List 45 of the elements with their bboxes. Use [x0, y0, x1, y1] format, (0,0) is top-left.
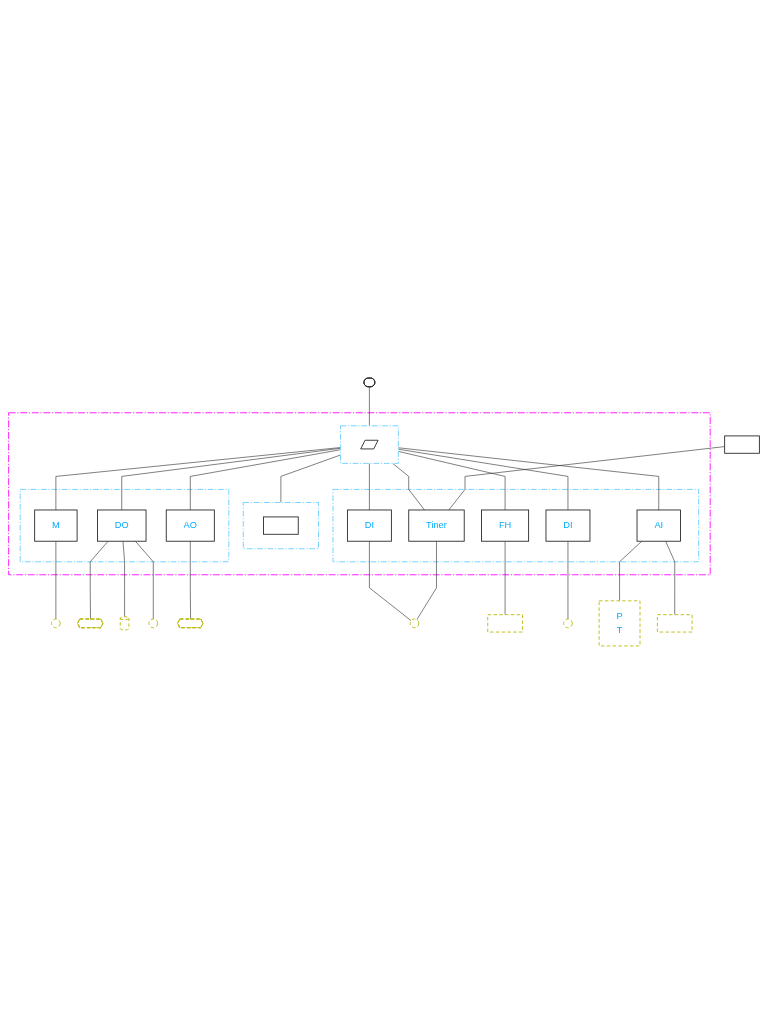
- connector: [369, 386, 370, 427]
- connector: [190, 449, 341, 511]
- cluster: [8, 412, 711, 576]
- node-box: P T: [598, 600, 641, 647]
- node-box: M: [34, 509, 78, 542]
- connector: [122, 540, 125, 617]
- connector: [135, 540, 154, 620]
- connector: [89, 540, 109, 620]
- cluster: [242, 502, 319, 550]
- node-circle: [409, 618, 420, 629]
- connector: [369, 463, 370, 511]
- node-box: AO: [165, 509, 215, 542]
- connector: [392, 463, 425, 511]
- node-box: DO: [97, 509, 147, 542]
- connector: [448, 446, 725, 511]
- connector: [55, 447, 341, 511]
- connector: [416, 540, 437, 620]
- connector: [121, 448, 341, 511]
- connector: [55, 540, 57, 620]
- node-box: [487, 614, 523, 633]
- connector: [398, 451, 506, 511]
- node-computer: [360, 439, 379, 450]
- cluster: [332, 489, 700, 563]
- node-box: Tiner: [408, 509, 465, 542]
- node-box: [656, 614, 693, 633]
- node-box: FH: [481, 509, 530, 542]
- connector: [190, 540, 191, 620]
- node-pump: [148, 618, 159, 629]
- node-cylinder: [119, 616, 130, 631]
- node-box: [724, 435, 760, 454]
- cluster: [19, 489, 230, 563]
- cluster: [340, 425, 399, 464]
- node-box: [263, 516, 299, 535]
- node-box: DI: [545, 509, 591, 542]
- connector: [398, 448, 569, 511]
- connector: [567, 540, 569, 620]
- node-circle: [563, 618, 573, 629]
- connector: [504, 540, 506, 615]
- node-box: DI: [346, 509, 392, 542]
- connector: [619, 540, 643, 602]
- connector: [369, 540, 412, 621]
- node-pump: [51, 618, 61, 629]
- connector: [398, 447, 660, 511]
- connector: [665, 540, 675, 615]
- node-box: AI: [636, 509, 681, 542]
